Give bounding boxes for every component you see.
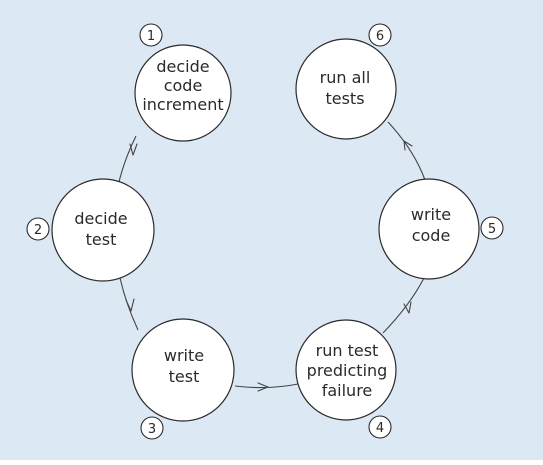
step-2-line-2: test: [86, 230, 117, 249]
step-6-line-2: tests: [325, 89, 364, 108]
step-4-line-2: predicting: [307, 361, 388, 380]
step-5-line-1: write: [411, 205, 451, 224]
step-3-badge: [140, 416, 164, 440]
step-1-line-1: decide: [156, 57, 209, 76]
step-2-badge: [26, 217, 50, 241]
step-5-badge: [480, 216, 504, 240]
step-6-number: 6: [376, 29, 384, 44]
arrowhead-3-to-4: [257, 382, 269, 392]
arc-2-to-3: [119, 277, 139, 331]
arrowhead-5-to-6: [403, 140, 413, 151]
step-6-line-1: run all: [320, 68, 371, 87]
arrowhead-2-to-3: [125, 298, 135, 312]
step-2-node: decide test 2: [26, 178, 155, 282]
step-6-node: run all tests 6: [295, 23, 397, 140]
step-4-line-3: failure: [322, 381, 373, 400]
step-5-line-2: code: [412, 226, 451, 245]
step-3-line-2: test: [169, 367, 200, 386]
step-4-badge: [368, 415, 392, 439]
step-5-node: write code 5: [378, 178, 504, 280]
step-3-node: write test 3: [131, 318, 235, 440]
step-3-line-1: write: [164, 346, 204, 365]
step-1-line-2: code: [164, 76, 203, 95]
step-1-number: 1: [147, 29, 155, 44]
arc-1-to-2: [117, 135, 137, 187]
step-5-number: 5: [488, 222, 496, 237]
step-1-badge: [139, 23, 163, 47]
step-4-number: 4: [376, 421, 384, 436]
arrowhead-1-to-2: [129, 143, 138, 156]
arc-4-to-5: [382, 277, 425, 334]
step-4-line-1: run test: [316, 341, 379, 360]
step-1-node: decide code increment 1: [134, 23, 232, 142]
step-1-line-3: increment: [142, 95, 223, 114]
arrowhead-4-to-5: [403, 301, 412, 314]
step-4-node: run test predicting failure 4: [295, 319, 397, 439]
step-6-badge: [368, 23, 392, 47]
arc-5-to-6: [387, 121, 426, 181]
step-2-line-1: decide: [74, 209, 127, 228]
step-3-number: 3: [148, 422, 156, 437]
step-2-number: 2: [34, 223, 42, 238]
cycle-arcs: [117, 121, 426, 392]
